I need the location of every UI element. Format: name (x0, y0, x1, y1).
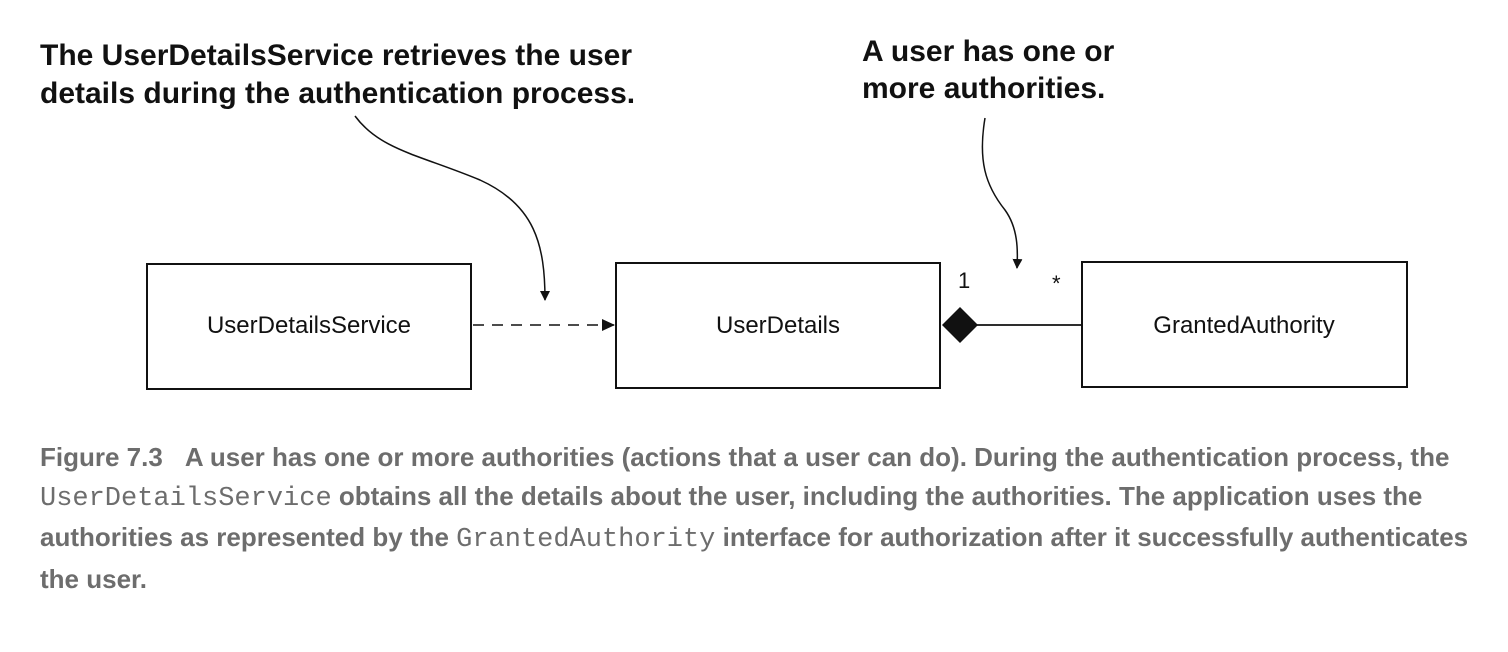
caption-text-1: A user has one or more authorities (acti… (184, 442, 1450, 472)
authority-annotation-line-1: A user has one or (862, 35, 1115, 68)
figure-caption: Figure 7.3 A user has one or more authori… (40, 438, 1480, 598)
multiplicity-one: 1 (958, 268, 970, 293)
caption-text-3: interface for authorization after it suc… (40, 522, 1469, 594)
caption-code-user-details-service: UserDetailsService (40, 483, 332, 514)
caption-text-2: obtains all the details about the user, … (40, 480, 1423, 553)
service-annotation: The UserDetailsService retrieves the use… (40, 39, 640, 110)
granted-authority-label: GrantedAuthority (1153, 312, 1334, 339)
authority-callout-arrow (981, 117, 1023, 269)
caption-code-granted-authority: GrantedAuthority (456, 525, 716, 555)
service-annotation-line-1: The UserDetailsService retrieves the use… (40, 39, 632, 72)
uml-diagram: The UserDetailsService retrieves the use… (40, 35, 1408, 390)
authority-annotation-line-2: more authorities. (862, 72, 1105, 105)
user-details-service-label: UserDetailsService (207, 312, 411, 339)
authority-annotation: A user has one or more authorities. (862, 35, 1123, 105)
user-details-box: UserDetails (615, 262, 941, 389)
user-details-service-box: UserDetailsService (146, 263, 472, 390)
multiplicity-many: * (1052, 271, 1061, 296)
service-callout-arrow (354, 115, 550, 301)
figure-label: Figure 7.3 (40, 442, 163, 472)
service-annotation-line-2: details during the authentication proces… (40, 77, 635, 110)
composition-diamond (942, 307, 978, 343)
user-details-label: UserDetails (716, 312, 840, 339)
granted-authority-box: GrantedAuthority (1081, 261, 1408, 388)
